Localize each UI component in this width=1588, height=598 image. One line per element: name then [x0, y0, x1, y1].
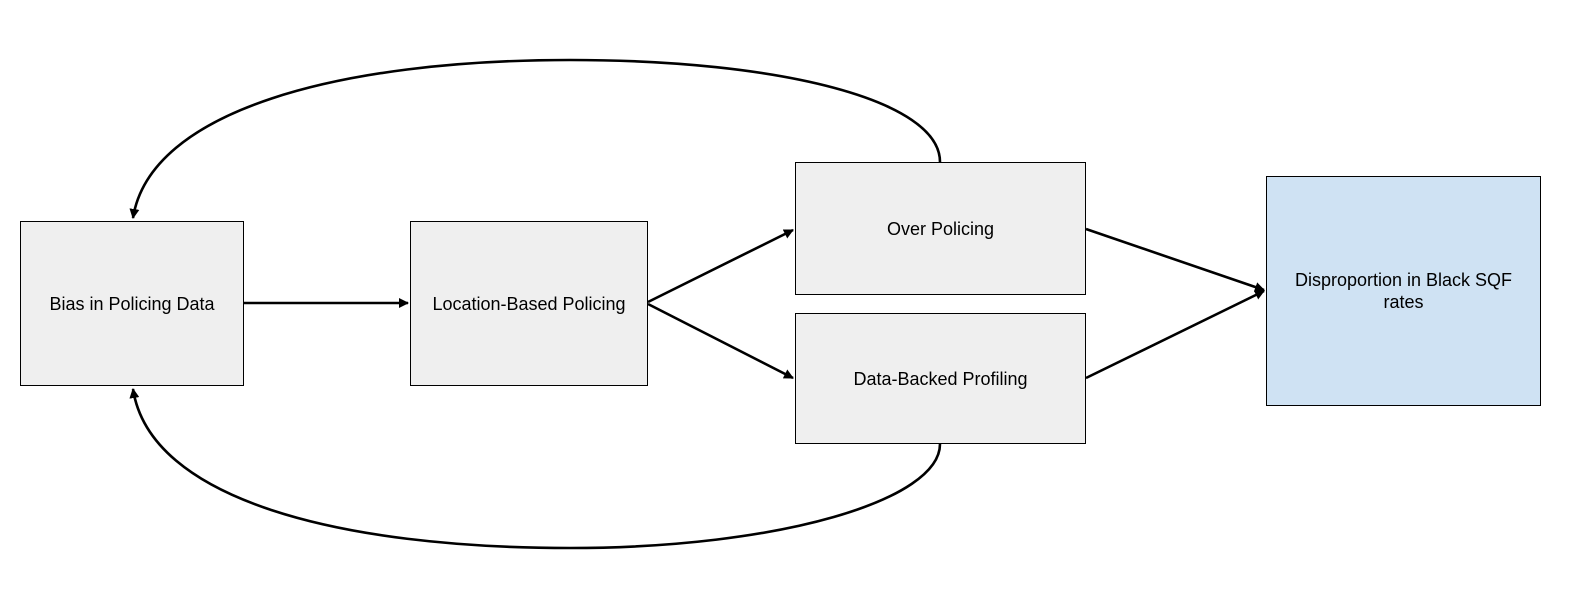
edge-data-backed-profiling-to-outcome [1085, 289, 1265, 380]
node-label: Over Policing [886, 218, 995, 239]
node-label: Data-Backed Profiling [853, 368, 1028, 389]
node-disproportion-in-black-sqf-rates: Disproportion in Black SQF rates [1266, 176, 1541, 406]
node-bias-in-policing-data: Bias in Policing Data [20, 221, 244, 386]
edge-location-to-data-backed-profiling [647, 302, 794, 380]
edge-over-policing-to-outcome [1085, 227, 1265, 292]
node-label: Disproportion in Black SQF rates [1294, 270, 1513, 312]
node-data-backed-profiling: Data-Backed Profiling [795, 313, 1086, 444]
node-label: Bias in Policing Data [49, 293, 215, 314]
edge-location-to-over-policing [647, 228, 794, 304]
edge-over-policing-to-bias-feedback [129, 58, 942, 219]
node-over-policing: Over Policing [795, 162, 1086, 295]
node-label: Location-Based Policing [432, 293, 626, 314]
node-location-based-policing: Location-Based Policing [410, 221, 648, 386]
edge-data-backed-profiling-to-bias-feedback [129, 388, 942, 550]
